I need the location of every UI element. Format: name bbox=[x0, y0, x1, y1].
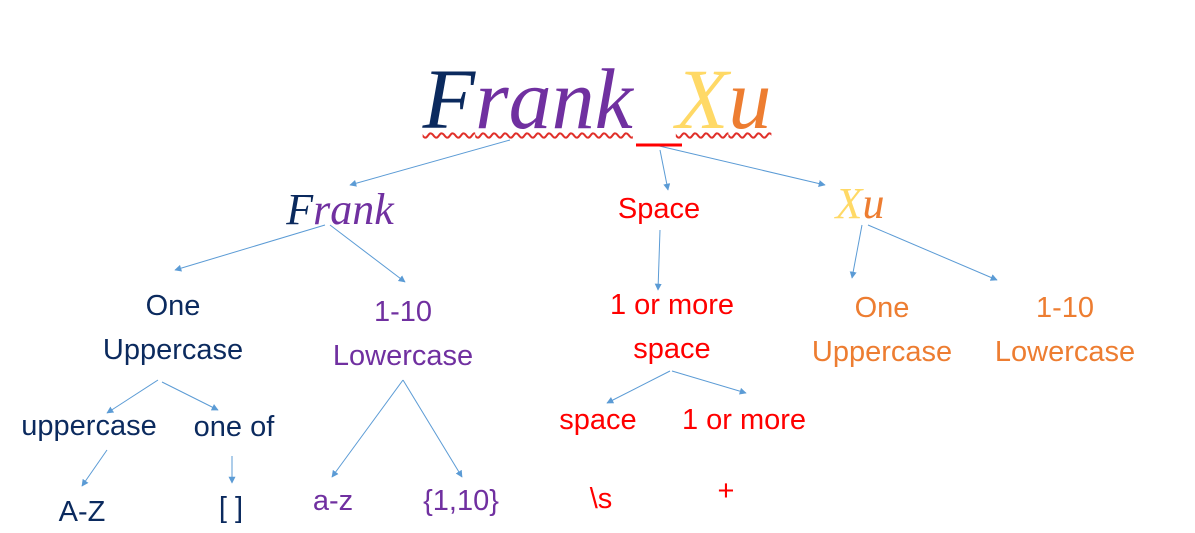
node-plus: + bbox=[717, 475, 735, 507]
node-whitespace: \s bbox=[589, 483, 613, 515]
root-xu-text: Xu bbox=[675, 51, 772, 147]
edge-lowercase-quant bbox=[402, 379, 463, 478]
edge-oneormore-space bbox=[606, 370, 671, 404]
node-uppercase: uppercase bbox=[21, 410, 157, 442]
edge-uppercase-oneof bbox=[161, 381, 219, 411]
edge-xu-uppercase bbox=[849, 224, 863, 279]
node-a-z-lower: a-z bbox=[312, 485, 354, 517]
node-one-of: one of bbox=[193, 411, 275, 443]
node-space-leaf: space bbox=[559, 404, 637, 436]
node-xu-lowercase: 1-10 Lowercase bbox=[994, 292, 1136, 368]
node-xu: Xu bbox=[835, 179, 885, 228]
node-frank: Frank bbox=[286, 185, 394, 234]
node-lowercase-1-10: 1-10 Lowercase bbox=[332, 296, 474, 372]
root-label: Frank Xu bbox=[423, 52, 772, 147]
node-one-uppercase: One Uppercase bbox=[102, 290, 244, 366]
root-frank-text: Frank bbox=[422, 51, 633, 147]
edge-uppercase-az bbox=[81, 449, 108, 487]
edge-space-oneormore bbox=[654, 229, 662, 291]
node-brackets: [ ] bbox=[218, 492, 244, 524]
edge-uppercase-uppercase bbox=[106, 379, 159, 414]
node-quantifier: {1,10} bbox=[423, 485, 499, 517]
node-one-or-more: 1 or more bbox=[681, 404, 807, 436]
node-one-or-more-space: 1 or more space bbox=[609, 289, 735, 365]
node-a-z-upper: A-Z bbox=[58, 496, 106, 528]
node-space: Space bbox=[617, 193, 701, 225]
node-xu-one-uppercase: One Uppercase bbox=[811, 292, 953, 368]
edge-root-xu bbox=[654, 144, 826, 187]
edge-xu-lowercase bbox=[867, 224, 998, 281]
edge-oneormore-oneormore bbox=[671, 370, 747, 395]
edge-root-space bbox=[659, 149, 671, 191]
edge-lowercase-az bbox=[331, 379, 404, 478]
